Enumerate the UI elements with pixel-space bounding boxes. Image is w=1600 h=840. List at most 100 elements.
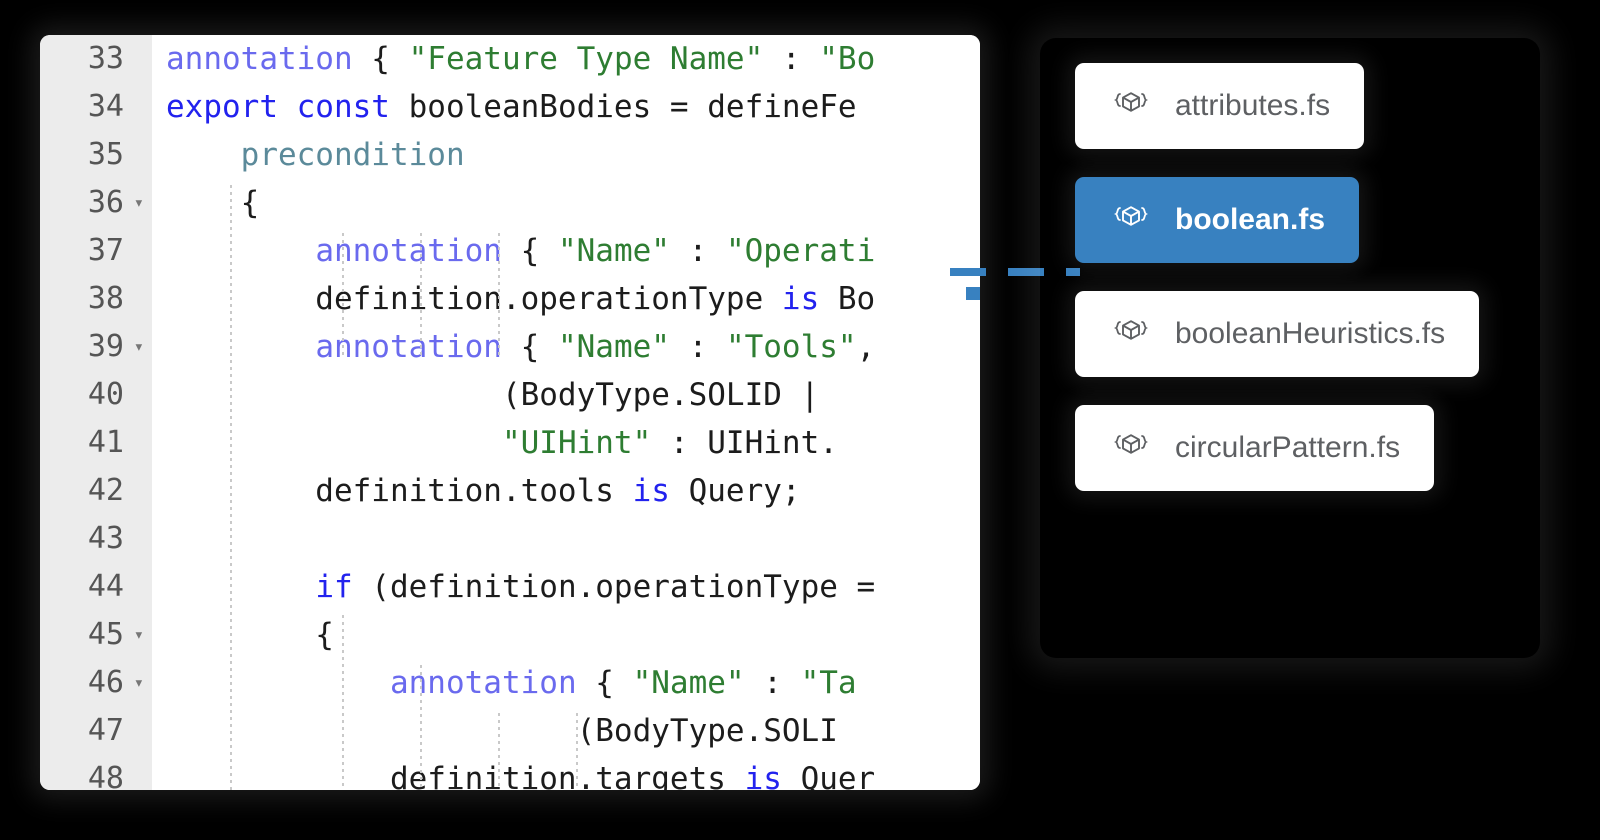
code-token: [166, 137, 241, 173]
code-token: "Name": [632, 665, 745, 701]
code-line[interactable]: (BodyType.SOLID |: [152, 371, 980, 419]
line-number: 38: [40, 275, 152, 323]
line-number: 41: [40, 419, 152, 467]
line-number-value: 38: [87, 281, 124, 316]
code-token: if: [315, 569, 353, 605]
code-token: ,: [856, 329, 876, 365]
code-token: is: [781, 281, 820, 317]
code-line[interactable]: export const booleanBodies = defineFe: [152, 83, 980, 131]
code-line[interactable]: annotation { "Feature Type Name" : "Bo: [152, 35, 980, 83]
code-token: "Operati: [725, 233, 876, 269]
code-line[interactable]: definition.tools is Query;: [152, 467, 980, 515]
code-token: annotation: [389, 665, 577, 701]
code-token: :: [744, 665, 801, 701]
code-token: [166, 425, 502, 461]
code-token: definition.targets: [166, 761, 745, 790]
fold-toggle-icon[interactable]: ▾: [133, 193, 144, 213]
code-token: "Bo: [819, 41, 876, 77]
file-name-label: booleanHeuristics.fs: [1175, 317, 1446, 350]
code-token: [166, 665, 390, 701]
file-list-item[interactable]: booleanHeuristics.fs: [1075, 291, 1480, 377]
code-token: export const: [166, 89, 390, 125]
code-line[interactable]: precondition: [152, 131, 980, 179]
code-line[interactable]: [152, 515, 980, 563]
vertical-scrollbar-thumb[interactable]: [966, 287, 980, 300]
featurescript-cube-icon: [1109, 431, 1153, 465]
code-token: (BodyType.SOLID |: [166, 377, 838, 413]
line-number: 46 ▾: [40, 659, 152, 707]
line-number-value: 41: [87, 425, 124, 460]
code-token: [166, 329, 315, 365]
code-line[interactable]: {: [152, 179, 980, 227]
code-token: "Tools": [725, 329, 857, 365]
code-line[interactable]: annotation { "Name" : "Operati: [152, 227, 980, 275]
line-number: 34: [40, 83, 152, 131]
line-number: 36▾: [40, 179, 152, 227]
line-number-value: 44: [87, 569, 124, 604]
line-number: 44: [40, 563, 152, 611]
code-line[interactable]: {: [152, 611, 980, 659]
featurescript-cube-icon: [1109, 203, 1153, 237]
code-line[interactable]: "UIHint" : UIHint.: [152, 419, 980, 467]
file-name-label: attributes.fs: [1175, 89, 1331, 122]
dashed-connector-line: [950, 268, 1080, 276]
code-token: Query;: [669, 473, 801, 509]
code-token: {: [501, 329, 558, 365]
code-line[interactable]: definition.operationType is Bo: [152, 275, 980, 323]
code-line[interactable]: annotation { "Name" : "Tools",: [152, 323, 980, 371]
line-number-value: 35: [87, 137, 124, 172]
line-number: 48: [40, 755, 152, 790]
line-number-value: 42: [87, 473, 124, 508]
line-number-value: 33: [87, 41, 124, 76]
code-token: annotation: [315, 329, 502, 365]
code-token: "Name": [557, 329, 670, 365]
code-token: "Ta: [800, 665, 857, 701]
code-token: definition.operationType: [166, 281, 782, 317]
code-token: {: [166, 185, 260, 221]
line-number-value: 39: [87, 329, 124, 364]
file-list-panel: attributes.fs boolean.fs booleanHeuristics…: [1040, 38, 1540, 658]
code-token: {: [576, 665, 633, 701]
code-token: Quer: [781, 761, 876, 790]
file-name-label: circularPattern.fs: [1175, 431, 1401, 464]
line-number: 43: [40, 515, 152, 563]
code-token: {: [501, 233, 558, 269]
code-token: :: [763, 41, 820, 77]
file-name-label: boolean.fs: [1175, 203, 1326, 236]
code-line[interactable]: (BodyType.SOLI: [152, 707, 980, 755]
code-token: precondition: [240, 137, 465, 173]
code-line[interactable]: if (definition.operationType =: [152, 563, 980, 611]
line-number: 47: [40, 707, 152, 755]
code-token: Bo: [819, 281, 876, 317]
code-token: is: [744, 761, 782, 790]
code-token: definition.tools: [166, 473, 633, 509]
code-token: {: [352, 41, 409, 77]
fold-toggle-icon[interactable]: ▾: [133, 337, 144, 357]
fold-toggle-icon[interactable]: ▾: [133, 673, 144, 693]
line-number-value: 45: [87, 617, 124, 652]
code-token: {: [166, 617, 334, 653]
line-number-value: 48: [87, 761, 124, 790]
fold-toggle-icon[interactable]: ▾: [133, 625, 144, 645]
file-list-item[interactable]: attributes.fs: [1075, 63, 1365, 149]
code-token: :: [669, 329, 726, 365]
code-line[interactable]: annotation { "Name" : "Ta: [152, 659, 980, 707]
code-token: is: [632, 473, 670, 509]
line-number-value: 43: [87, 521, 124, 556]
code-token: booleanBodies = defineFe: [389, 89, 857, 125]
file-list: attributes.fs boolean.fs booleanHeuristics…: [1040, 38, 1480, 491]
code-token: "Name": [557, 233, 670, 269]
code-token: :: [669, 233, 726, 269]
code-token: annotation: [166, 41, 353, 77]
file-list-item[interactable]: circularPattern.fs: [1075, 405, 1435, 491]
code-line[interactable]: definition.targets is Quer: [152, 755, 980, 790]
code-token: "Feature Type Name": [408, 41, 764, 77]
file-list-item[interactable]: boolean.fs: [1075, 177, 1360, 263]
line-number-value: 46: [87, 665, 124, 700]
code-token: : UIHint.: [651, 425, 838, 461]
line-number: 45 ▾: [40, 611, 152, 659]
code-token: (BodyType.SOLI: [166, 713, 838, 749]
